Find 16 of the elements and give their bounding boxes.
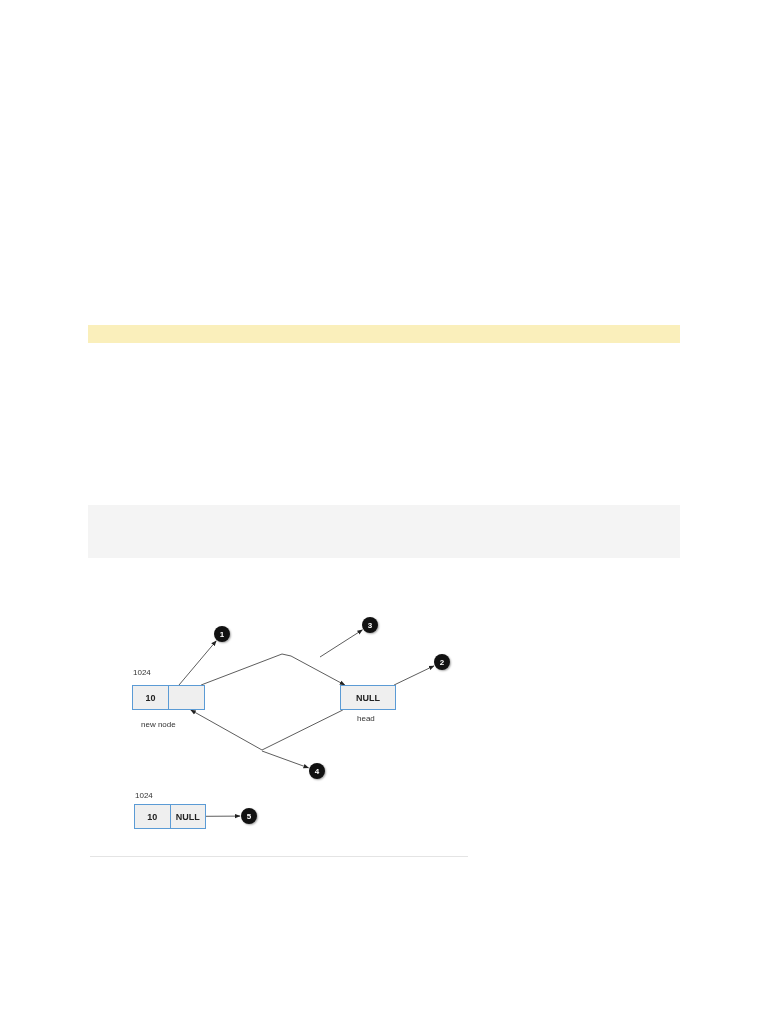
linked-list-node: [132, 685, 205, 710]
node-value: 10: [147, 811, 158, 822]
node-caption: 1024: [135, 792, 153, 800]
node-value: NULL: [356, 692, 380, 703]
node-caption: head: [357, 715, 375, 723]
linked-list-node: [340, 685, 396, 710]
callout-number: 4: [309, 763, 325, 779]
linked-list-node: [134, 804, 206, 829]
callout-number: 5: [241, 808, 257, 824]
node-caption: new node: [141, 721, 176, 729]
node-value: NULL: [175, 811, 200, 822]
node-caption: 1024: [133, 669, 151, 677]
callout-number: 3: [362, 617, 378, 633]
node-value: 10: [145, 692, 156, 703]
callout-number: 2: [434, 654, 450, 670]
callout-number: 1: [214, 626, 230, 642]
